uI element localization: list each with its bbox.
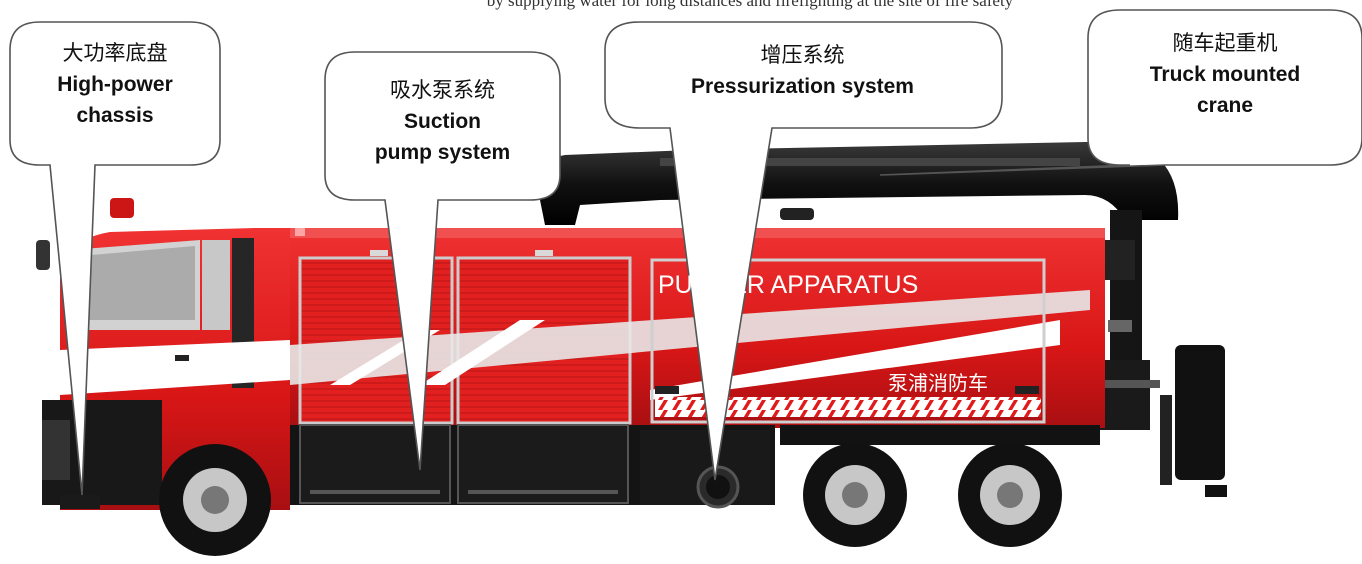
callout-chassis-cn: 大功率底盘	[62, 41, 168, 65]
callout-pressurization: 增压系统 Pressurization system	[610, 40, 995, 102]
callout-suction-en: Suction pump system	[374, 110, 511, 164]
callout-crane-en: Truck mounted crane	[1149, 63, 1301, 117]
callout-pressurization-en: Pressurization system	[691, 75, 914, 98]
callout-suction-cn: 吸水泵系统	[390, 78, 495, 102]
truck-cab	[36, 198, 290, 510]
top-caption: by supplying water for long distances an…	[486, 0, 1014, 10]
callout-chassis-en: High-power chassis	[57, 73, 173, 127]
truck-side-text: PUMPER APPARATUS	[658, 271, 918, 299]
callout-suction: 吸水泵系统 Suction pump system	[330, 75, 555, 168]
callout-chassis: 大功率底盘 High-power chassis	[15, 38, 215, 131]
wheels	[60, 443, 1062, 556]
truck-side-text-cn: 泵浦消防车	[888, 371, 988, 395]
callout-crane-cn: 随车起重机	[1172, 31, 1278, 55]
callout-crane: 随车起重机 Truck mounted crane	[1095, 28, 1355, 121]
callout-pressurization-cn: 增压系统	[760, 43, 845, 67]
callout-bubbles	[9, 9, 1362, 496]
